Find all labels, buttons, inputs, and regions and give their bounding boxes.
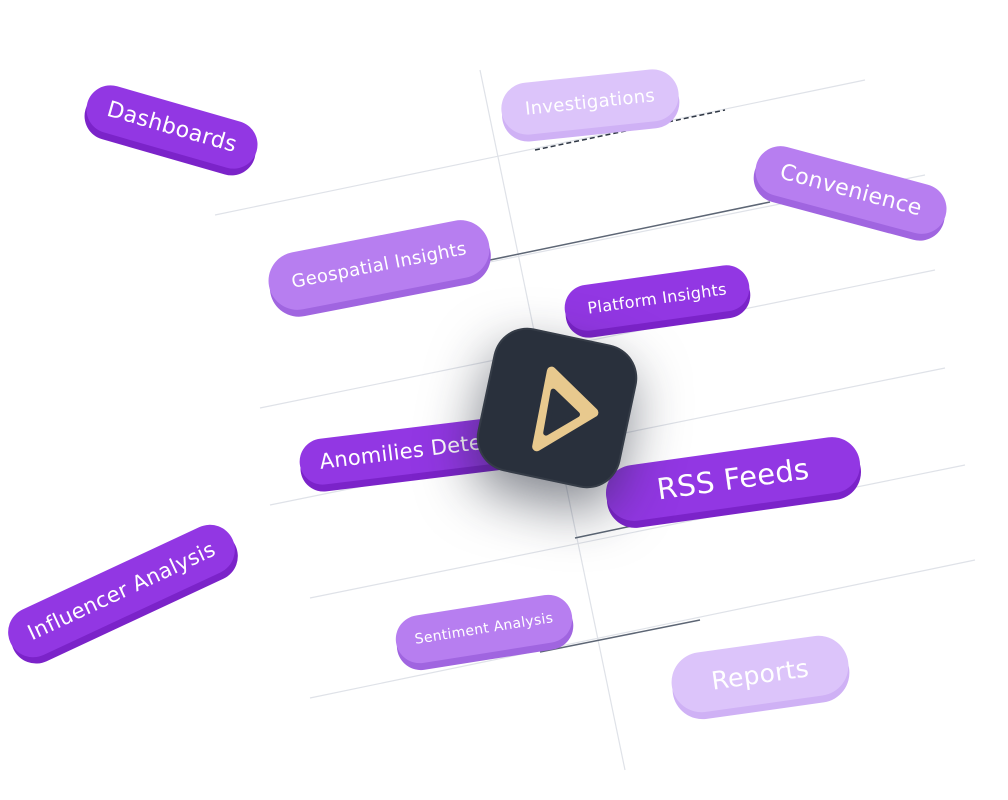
triangle-logo-icon bbox=[532, 366, 599, 452]
app-logo-tile bbox=[470, 321, 644, 495]
